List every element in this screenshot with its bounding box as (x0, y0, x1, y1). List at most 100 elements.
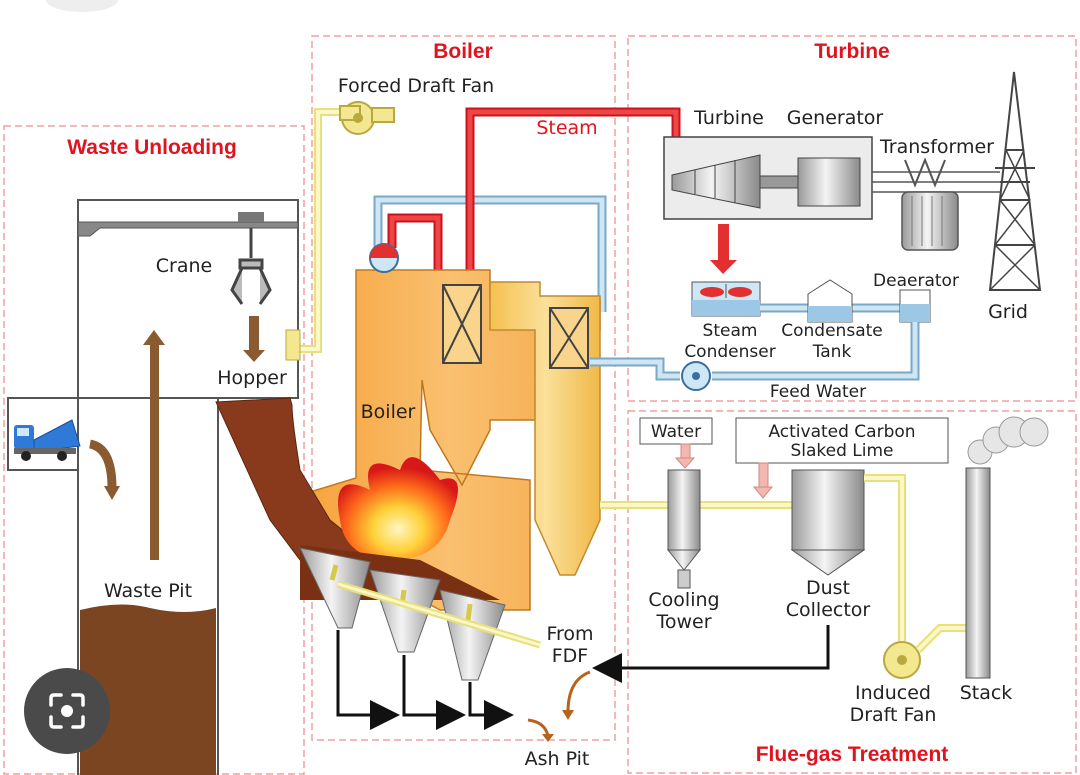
feed-water-label: Feed Water (770, 382, 866, 402)
top-fragment (46, 0, 118, 12)
hopper-drop-arrow (243, 350, 265, 362)
transformer-icon (901, 157, 959, 251)
condensate-tank-label-1: Condensate (781, 321, 882, 341)
unload-arrow (104, 486, 120, 500)
steam-condenser-label-2: Condenser (684, 342, 775, 362)
water-feed-shaft (680, 443, 691, 459)
ash-curve-2 (566, 670, 591, 713)
fdf-air-line-inner (337, 582, 541, 647)
exhaust-pipe (718, 224, 729, 262)
unload-curve (88, 439, 117, 489)
crane-lift-arrow (143, 330, 165, 345)
crane-label: Crane (156, 255, 212, 277)
induced-duct (864, 474, 906, 650)
water-loop-inner (375, 197, 605, 312)
grid-tower-icon (988, 71, 1042, 291)
flue-gas-title: Flue-gas Treatment (756, 743, 949, 766)
flue-gas-section (627, 410, 1077, 774)
crane-lift-shaft (150, 345, 159, 560)
stack-duct-inner (916, 626, 966, 652)
generator-body (797, 157, 861, 207)
economizer-box (549, 307, 589, 369)
cooling-tower-icon (666, 469, 702, 589)
dust-collector-label-1: Dust (806, 577, 850, 599)
transformer-label: Transformer (879, 136, 994, 158)
ash-pit-label: Ash Pit (525, 748, 590, 770)
steam-condenser-icon (691, 281, 761, 317)
bunker-building (77, 199, 299, 399)
deaerator-label: Deaerator (873, 271, 959, 291)
crane-trolley (238, 212, 264, 222)
fdf-duct-inner (288, 110, 340, 351)
turbine-shaft (759, 175, 799, 189)
steam-condenser-label-1: Steam (703, 321, 758, 341)
reagent-feed-arrow (752, 486, 774, 499)
generator-label: Generator (787, 107, 884, 129)
water-box (639, 417, 713, 445)
ash-hoppers (299, 547, 506, 681)
ash-curve-1 (527, 718, 550, 737)
boiler-section (311, 35, 616, 741)
reagent-box (735, 417, 949, 464)
ash-arrow-3 (468, 682, 514, 730)
lens-icon (49, 693, 85, 729)
turbine-title: Turbine (814, 40, 889, 63)
exhaust-arrow (710, 260, 737, 274)
feed-pump-icon (681, 361, 711, 391)
deaerator-icon (899, 289, 931, 323)
ash-curve-arrow-2 (562, 710, 574, 720)
steam-label: Steam (536, 117, 597, 139)
ash-arrow-2 (402, 655, 466, 730)
water-feed-arrow (674, 457, 696, 469)
crane-grab (230, 258, 272, 305)
hopper-label: Hopper (217, 367, 287, 389)
from-fdf-label-1: From (546, 623, 593, 645)
slaked-lime-label: Slaked Lime (790, 441, 893, 461)
turbine-rotor (671, 154, 761, 209)
smoke-icon (967, 416, 1049, 465)
induced-fan-label-1: Induced (855, 682, 931, 704)
dust-collector-icon (790, 469, 866, 576)
boiler-label: Boiler (361, 401, 416, 423)
waste-unloading-title: Waste Unloading (67, 136, 237, 159)
ash-arrow-1 (336, 630, 400, 730)
water-label: Water (651, 422, 701, 442)
ash-curve-arrow-1 (542, 734, 554, 742)
feed-water-pipe-inner (712, 322, 918, 379)
steam-drum-top (370, 244, 398, 258)
turbine-stages (694, 160, 736, 203)
turbine-section (627, 35, 1077, 402)
condensate-tank-label-2: Tank (812, 342, 852, 362)
stack-label: Stack (960, 682, 1013, 704)
fire-icon (338, 457, 458, 560)
waste-unloading-section (3, 125, 305, 775)
waste-pit-label: Waste Pit (104, 580, 192, 602)
reagent-feed-shaft (758, 462, 769, 488)
fly-ash-arrow (592, 625, 830, 683)
activated-carbon-label: Activated Carbon (768, 422, 915, 442)
cooling-tower-label-2: Tower (655, 611, 711, 633)
turbine-label: Turbine (693, 107, 764, 129)
boiler-title: Boiler (433, 40, 493, 63)
induced-fan-label-2: Draft Fan (850, 704, 937, 726)
truck-icon (14, 419, 81, 461)
from-fdf-label-2: FDF (552, 645, 589, 667)
hopper-intake (285, 329, 301, 361)
waste-pile (80, 604, 216, 775)
visual-search-button[interactable] (24, 668, 110, 754)
forced-draft-fan-label: Forced Draft Fan (338, 75, 494, 97)
stack-chimney (965, 467, 991, 679)
dust-collector-label-2: Collector (786, 599, 871, 621)
condensate-tank-icon (807, 279, 853, 323)
induced-duct-inner (864, 476, 904, 650)
induced-draft-fan-icon (883, 641, 921, 679)
grid-label: Grid (988, 301, 1028, 323)
forced-draft-fan-icon (339, 101, 395, 135)
cooling-tower-label-1: Cooling (648, 589, 719, 611)
feed-water-return-inner (590, 359, 680, 379)
steam-drum-pipe-inner (389, 215, 441, 288)
superheater-box (442, 284, 482, 364)
crane-rail (77, 221, 299, 237)
